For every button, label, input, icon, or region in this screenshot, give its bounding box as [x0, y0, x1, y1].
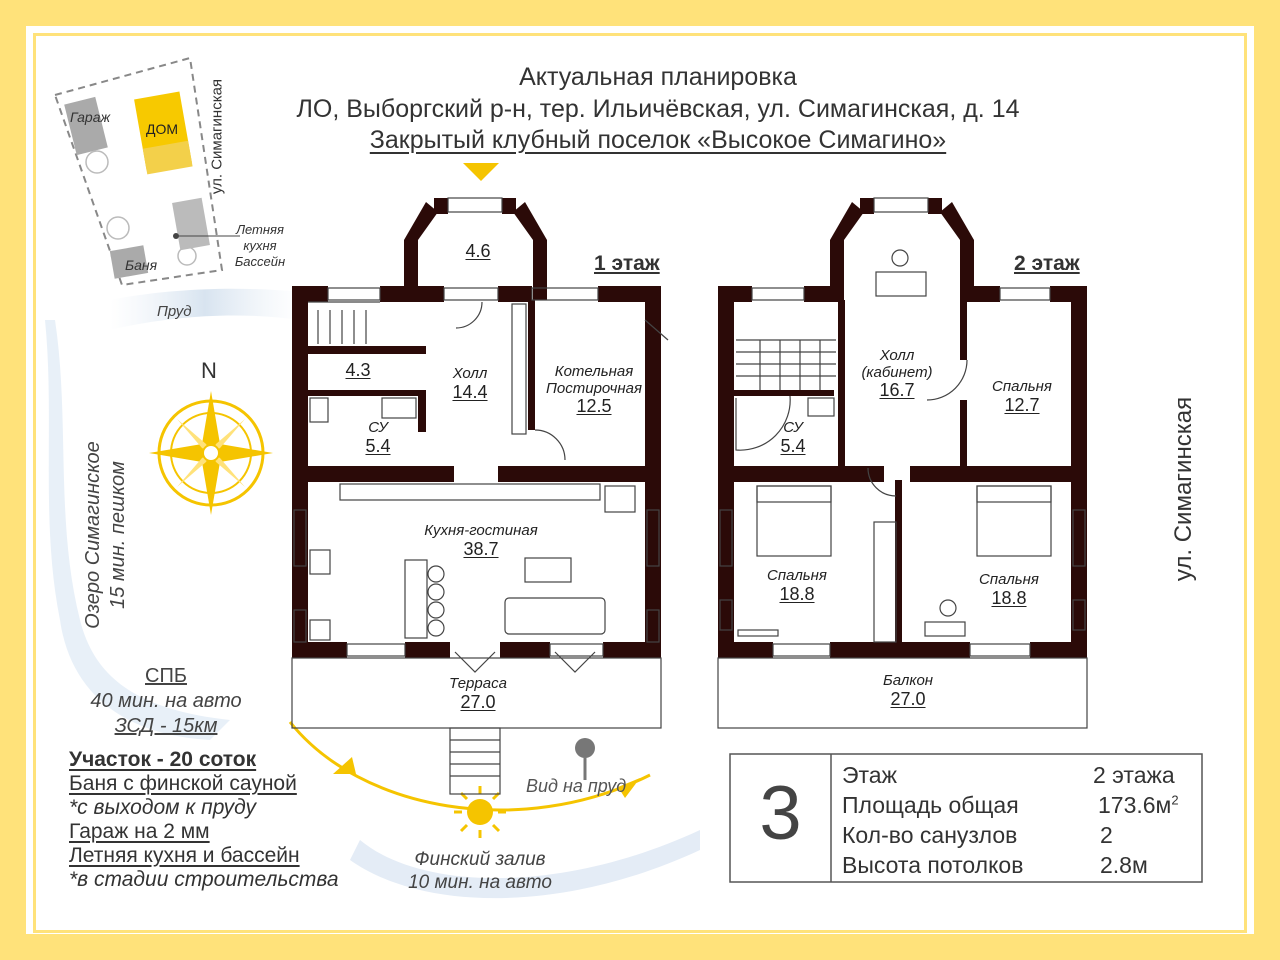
tree-2: [106, 216, 130, 240]
compass-north-label: N: [201, 358, 217, 383]
sun-icon: [454, 786, 506, 838]
summary-bathrooms-value: 2: [1100, 822, 1113, 848]
summary-row-floors: Этаж: [842, 762, 897, 789]
summary-row-area: Площадь общая: [842, 792, 1019, 819]
feature-plot: Участок - 20 соток: [69, 748, 257, 771]
pond-water: [110, 288, 300, 330]
feature-summer-kitchen: Летняя кухня и бассейн: [69, 844, 300, 867]
summary-bathrooms-label: Кол-во санузлов: [842, 822, 1018, 848]
house-terrace: [142, 140, 193, 175]
travel-block: СПБ 40 мин. на авто ЗСД - 15км: [66, 664, 266, 739]
gulf-block: Финский залив 10 мин. на авто: [380, 848, 580, 894]
gulf-drive-time: 10 мин. на авто: [408, 872, 552, 893]
garage-building: [64, 96, 108, 156]
site-garage-label: Гараж: [70, 109, 111, 125]
floor1-room-storage: 4.3: [345, 360, 371, 380]
site-banya-label: Баня: [125, 257, 158, 273]
floor1-label: 1 этаж: [594, 252, 660, 275]
floor2-label: 2 этаж: [1014, 252, 1080, 275]
summary-ceiling-label: Высота потолков: [842, 852, 1024, 878]
tree-1: [85, 150, 109, 174]
summary-floors-label: Этаж: [842, 762, 897, 788]
feature-garage: Гараж на 2 мм: [69, 820, 210, 843]
sun-path-arrow-left: [333, 757, 356, 774]
summary-ceiling-value: 2.8м: [1100, 852, 1148, 878]
tree-3: [177, 246, 197, 266]
feature-banya-note: *с выходом к пруду: [69, 796, 257, 819]
feature-banya: Баня с финской сауной: [69, 772, 297, 795]
entrance-arrow-icon: [463, 163, 499, 181]
feature-construction-note: *в стадии строительства: [69, 868, 339, 891]
header-village: Закрытый клубный поселок «Высокое Симаги…: [369, 126, 947, 154]
sun-path-arrow-right: [618, 778, 640, 798]
summary-rooms-count: 3: [759, 771, 802, 856]
summary-row-ceiling: Высота потолков: [842, 852, 1023, 879]
lake-label: Озеро Симагинское 15 мин. пешком: [81, 415, 131, 655]
summary-area-label: Площадь общая: [842, 792, 1019, 818]
site-pond-label: Пруд: [157, 303, 192, 320]
summer-kitchen-building: [172, 197, 210, 251]
gulf-name: Финский залив: [414, 849, 546, 870]
site-plan: [53, 56, 240, 287]
summary-table-lines: [729, 753, 1203, 883]
pond-view-label: Вид на пруд: [526, 776, 627, 796]
compass-rose: [149, 391, 273, 515]
travel-road: ЗСД - 15км: [114, 715, 218, 737]
site-street-label: ул. Симагинская: [208, 78, 226, 195]
header-title: Актуальная планировка: [519, 63, 797, 91]
travel-city: СПБ: [145, 665, 187, 687]
summary-floors-value: 2 этажа: [1093, 762, 1175, 788]
summary-row-bathrooms: Кол-во санузлов: [842, 822, 1017, 849]
floor1-room-vestibule: 4.6: [465, 241, 491, 261]
floor2-room-hall-study: Холл (кабинет)16.7: [861, 347, 933, 400]
lake-walk-time: 15 мин. пешком: [107, 461, 129, 609]
sun-path-arc: [288, 721, 651, 812]
site-summer-kitchen-label: Летняя кухня Бассейн: [234, 222, 286, 269]
floor1-details: [291, 197, 669, 795]
floor1-plan: [292, 198, 661, 658]
summary-area-value: 173.6м2: [1098, 792, 1179, 818]
travel-car: 40 мин. на авто: [90, 690, 242, 712]
features-list: Участок - 20 соток Баня с финской сауной…: [69, 748, 339, 892]
lake-name: Озеро Симагинское: [82, 441, 104, 629]
floor2-details: [717, 197, 1088, 729]
inner-border: [33, 33, 1247, 933]
pin-icon: [575, 738, 595, 780]
floor2-plan: [718, 198, 1087, 658]
site-boundary: [53, 56, 224, 287]
street-right-label: ул. Симагинская: [1170, 396, 1197, 582]
site-house-label: ДОМ: [146, 121, 179, 137]
gulf-water: [350, 830, 700, 899]
banya-building: [109, 245, 149, 279]
header-address: ЛО, Выборгский р-н, тер. Ильичёвская, ул…: [296, 95, 1020, 123]
